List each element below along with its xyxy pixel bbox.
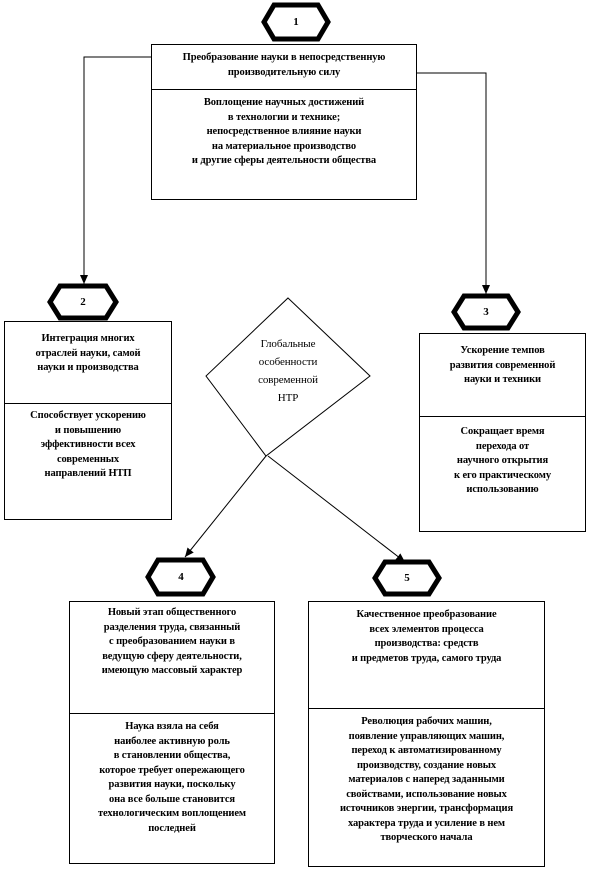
node-1-body: Воплощение научных достижений в технолог… [191,97,377,166]
hexagon-number-2: 2 [80,296,86,308]
node-box-1: Преобразование науки в непосредственную … [151,44,417,200]
hexagon-number-5: 5 [404,572,410,584]
node-box-4: Новый этап общественного разделения труд… [69,601,275,864]
connector-1-to-3 [417,72,490,294]
center-diamond-label: Глобальные особенности современной НТР [258,338,318,404]
node-2-body: Способствует ускорению и повышению эффек… [30,410,146,479]
node-3-body: Сокращает время перехода от научного отк… [454,426,551,495]
node-5-title: Качественное преобразование всех элемент… [351,609,502,664]
hexagon-badge-3 [451,293,521,331]
node-1-title-section: Преобразование науки в непосредственную … [152,45,416,89]
node-1-title: Преобразование науки в непосредственную … [182,52,386,78]
connector-center-to-5 [267,455,406,563]
node-2-body-section: Способствует ускорению и повышению эффек… [5,403,171,519]
hexagon-badge-1 [261,2,331,42]
center-diamond [205,297,371,457]
node-1-body-section: Воплощение научных достижений в технолог… [152,89,416,199]
node-4-body: Наука взяла на себя наиболее активную ро… [97,721,246,834]
hexagon-number-4: 4 [178,571,184,583]
hexagon-badge-4 [145,557,216,597]
node-5-body: Революция рабочих машин, появление управ… [339,716,514,843]
node-box-3: Ускорение темпов развития современной на… [419,333,586,532]
node-3-title: Ускорение темпов развития современной на… [449,345,556,385]
connector-1-to-2 [80,56,151,284]
connector-center-to-4 [184,455,267,558]
node-5-title-section: Качественное преобразование всех элемент… [309,602,544,708]
center-diamond-label-wrap: Глобальные особенности современной НТР [216,334,360,406]
node-4-title: Новый этап общественного разделения труд… [101,607,243,676]
hexagon-badge-5 [372,559,442,597]
hexagon-badge-2 [47,283,119,321]
hexagon-number-3: 3 [483,306,489,318]
node-2-title-section: Интеграция многих отраслей науки, самой … [5,322,171,403]
node-box-2: Интеграция многих отраслей науки, самой … [4,321,172,520]
node-box-5: Качественное преобразование всех элемент… [308,601,545,867]
node-2-title: Интеграция многих отраслей науки, самой … [35,333,141,373]
node-3-title-section: Ускорение темпов развития современной на… [420,334,585,416]
hexagon-number-1: 1 [293,16,299,28]
node-3-body-section: Сокращает время перехода от научного отк… [420,416,585,531]
node-4-title-section: Новый этап общественного разделения труд… [70,602,274,713]
node-4-body-section: Наука взяла на себя наиболее активную ро… [70,713,274,863]
node-5-body-section: Революция рабочих машин, появление управ… [309,708,544,866]
